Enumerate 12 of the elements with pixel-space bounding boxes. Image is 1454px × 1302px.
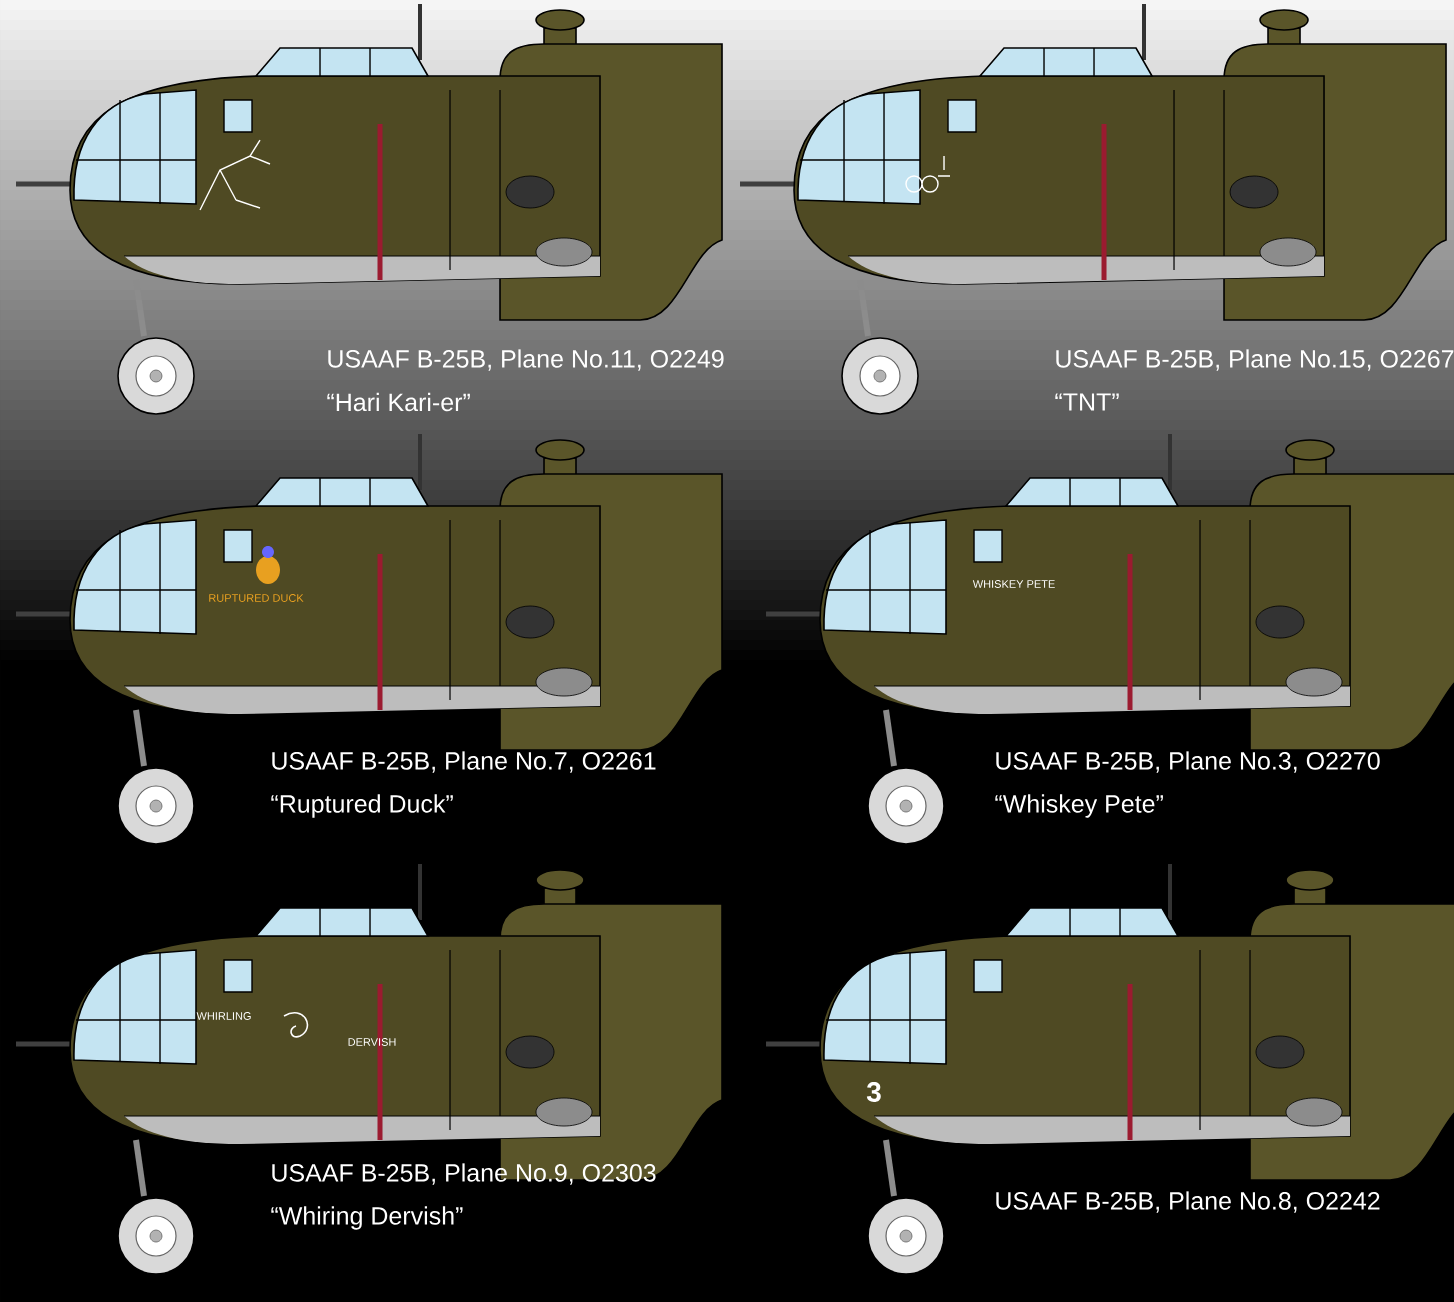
caption-text: USAAF B-25B, Plane No.3, O2270 xyxy=(996,751,1380,773)
caption-text: “Ruptured Duck” xyxy=(271,794,453,818)
caption-text: USAAF B-25B, Plane No.8, O2242 xyxy=(996,1191,1380,1213)
caption-text: USAAF B-25B, Plane No.11, O2249 xyxy=(328,349,724,371)
caption-text: USAAF B-25B, Plane No.7, O2261 xyxy=(272,751,656,773)
caption-text: USAAF B-25B, Plane No.9, O2303 xyxy=(272,1163,656,1185)
nose-art-text: 3 xyxy=(866,1082,881,1102)
caption-text: “Whiring Dervish” xyxy=(271,1206,463,1230)
caption-text: “Hari Kari-er” xyxy=(327,392,470,412)
caption-text: “TNT” xyxy=(1055,393,1119,411)
caption-text: “Whiskey Pete” xyxy=(995,794,1163,818)
caption-text: USAAF B-25B, Plane No.15, O2267 xyxy=(1056,349,1454,371)
